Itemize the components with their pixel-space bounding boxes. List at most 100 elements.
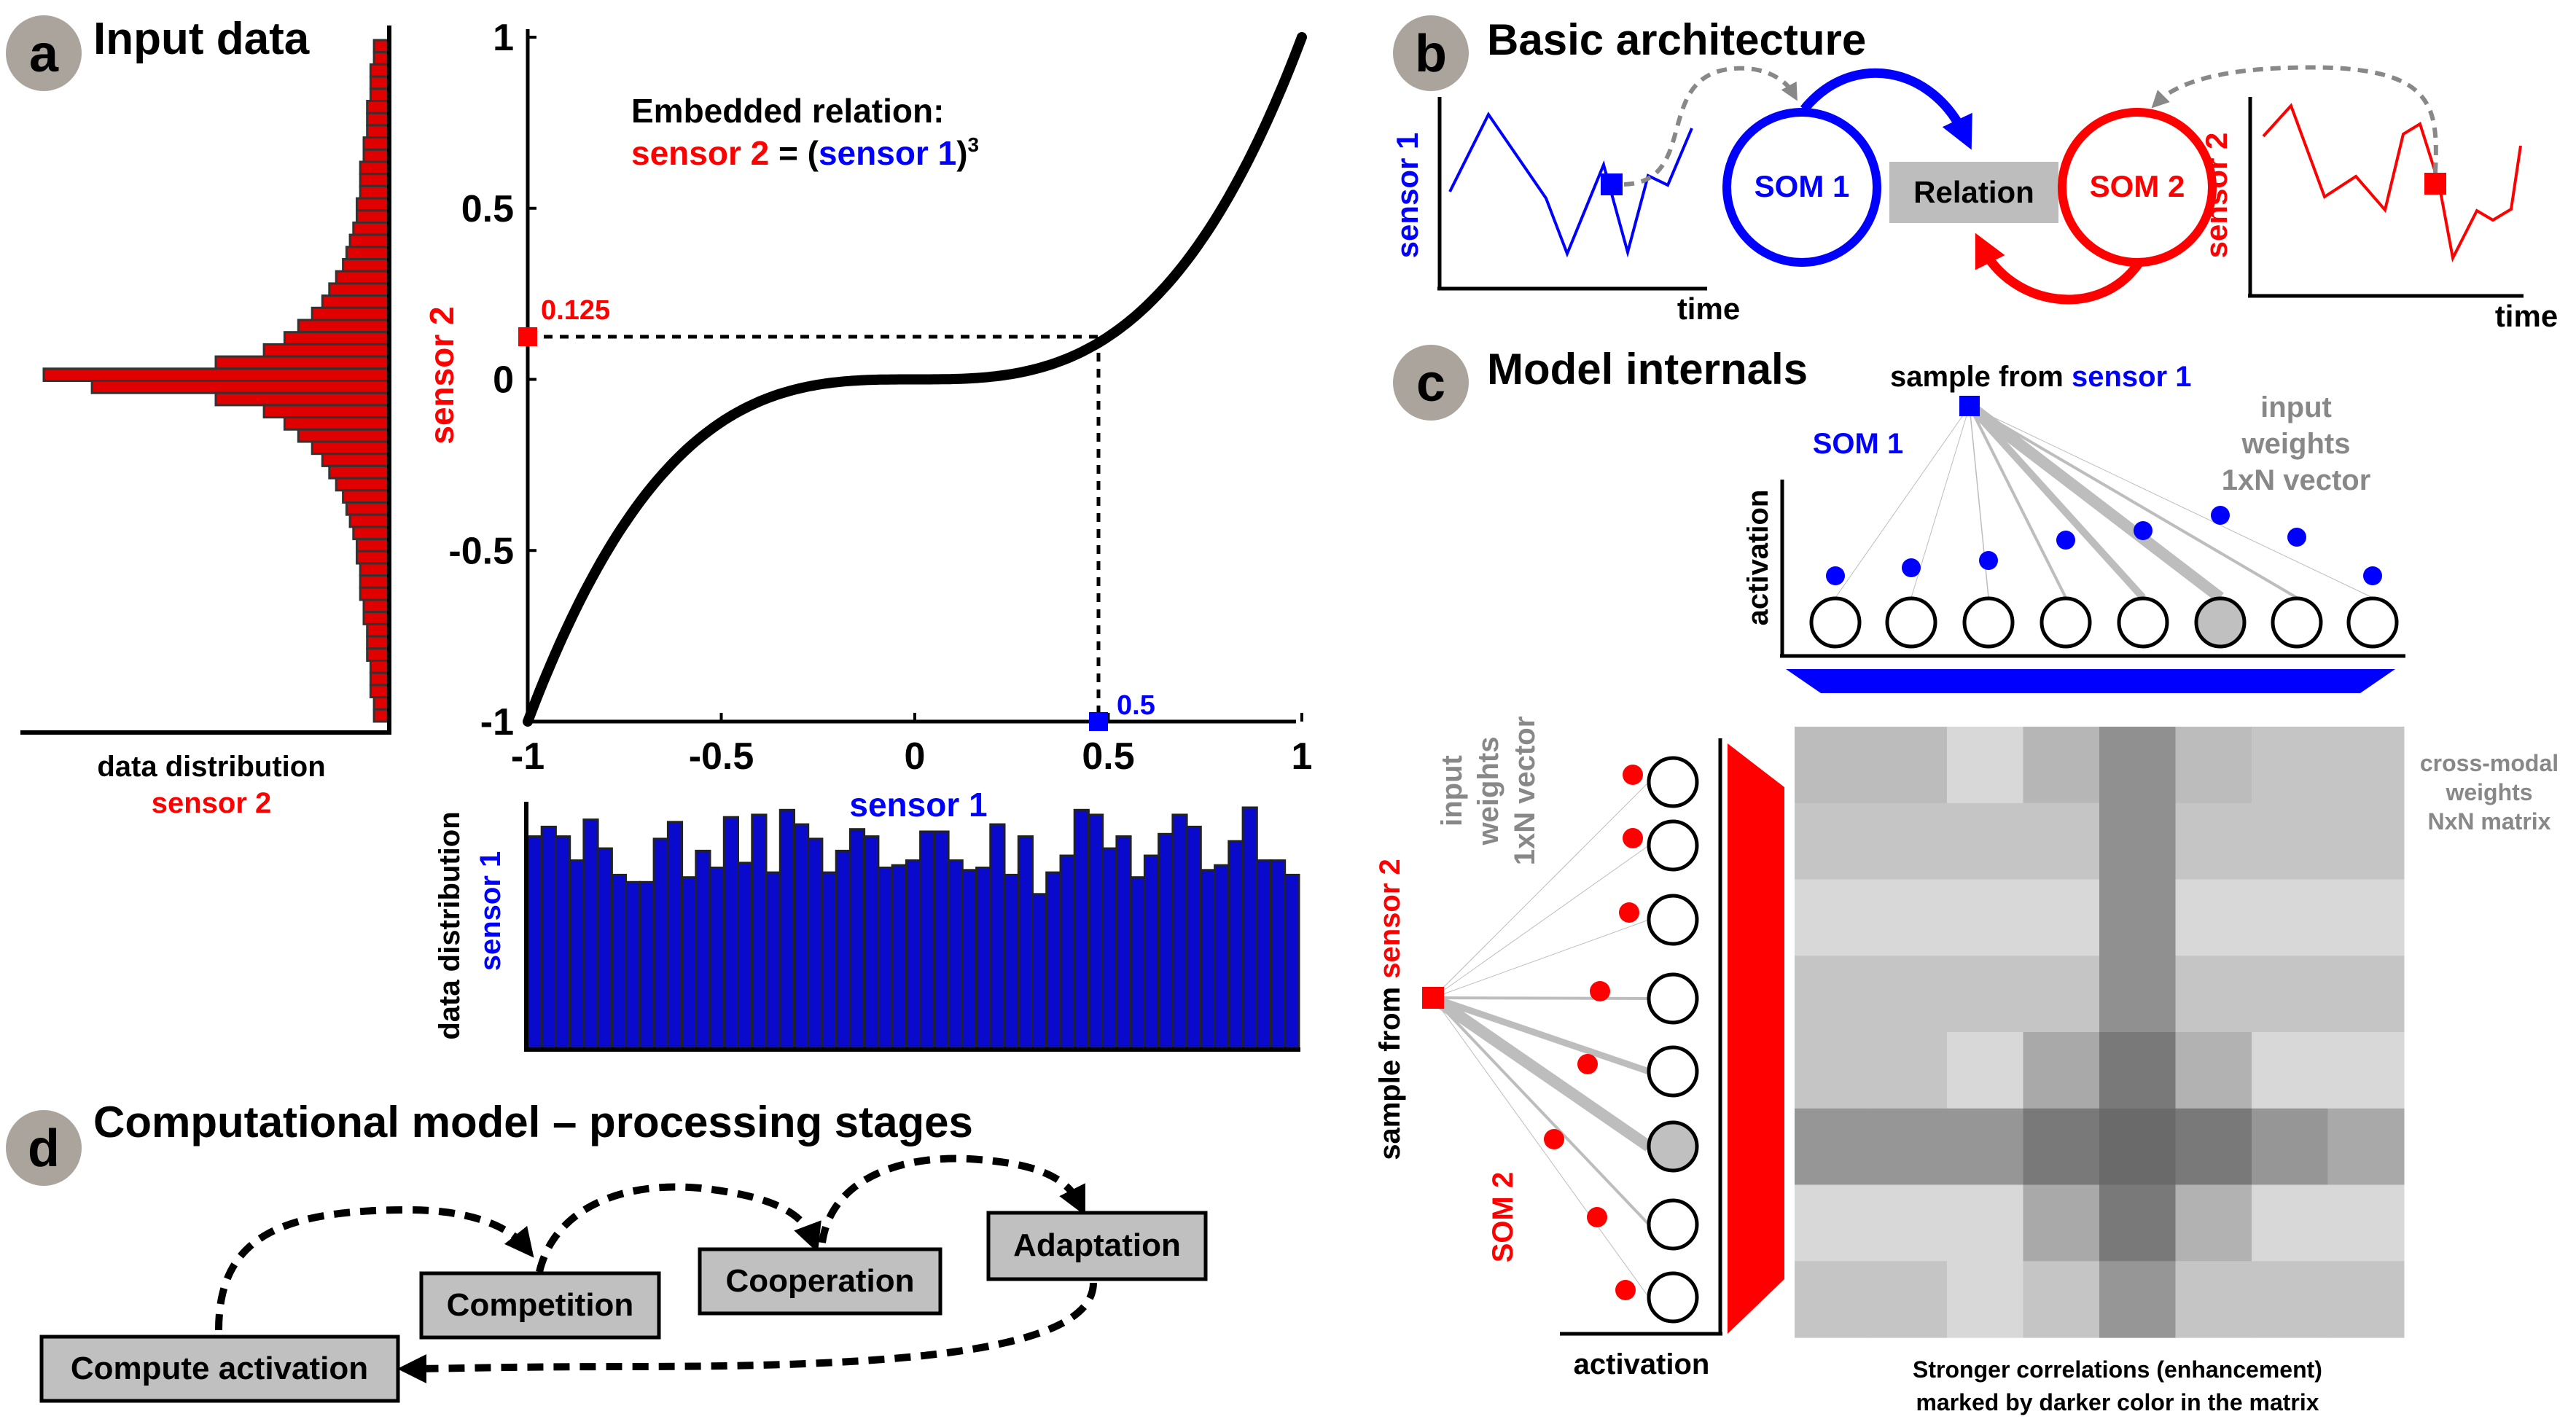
stage-cooperation-box — [698, 1247, 942, 1316]
arrow-adaptation-to-activation — [397, 1282, 1097, 1383]
sensor1-hist-bar — [555, 835, 571, 1050]
relation-formula: sensor 2 = (sensor 1)3 — [631, 133, 979, 172]
sample-sensor2-label: sample from sensor 2 — [1374, 859, 1406, 1160]
matrix-caption-1: Stronger correlations (enhancement) — [1913, 1356, 2322, 1383]
som2-weight-dot — [1623, 828, 1643, 848]
sensor2-hist-bar — [328, 282, 389, 297]
som1-internal-label: SOM 1 — [1813, 428, 1903, 460]
sensor1-histogram-label: data distribution — [434, 811, 466, 1039]
sensor2-hist-bar — [262, 343, 389, 358]
y-tick-label: 0.5 — [461, 188, 514, 230]
sensor1-hist-bar — [722, 816, 739, 1050]
sensor2-hist-bar — [369, 75, 389, 90]
badge-c-circle — [1393, 345, 1469, 421]
sensor2-hist-bar — [297, 319, 389, 334]
stage-compute-activation: Compute activation — [71, 1351, 368, 1386]
matrix-cell — [1870, 1184, 1948, 1262]
matrix-cell — [1795, 879, 1871, 956]
sensor1-hist-bar — [695, 849, 711, 1050]
sensor1-hist-bar — [1171, 813, 1188, 1050]
sensor2-hist-bar — [359, 586, 389, 601]
sensor1-hist-bar — [1143, 854, 1160, 1050]
matrix-cell — [1870, 727, 1948, 804]
matrix-cell — [2023, 1184, 2100, 1262]
relation-label: Relation — [1913, 175, 2034, 209]
som1-neuron — [1809, 596, 1862, 649]
sensor2-hist-bar — [356, 197, 389, 212]
arrow-activation-to-competition — [215, 1206, 534, 1331]
x-axis-label: sensor 1 — [849, 786, 987, 824]
sensor1-hist-bar — [1031, 893, 1048, 1050]
sensor1-sample-marker — [1601, 173, 1623, 195]
matrix-cell — [2327, 802, 2405, 880]
matrix-cell — [2099, 802, 2176, 880]
sensor2-hist-bar — [372, 39, 389, 54]
som1-neuron — [2117, 596, 2169, 649]
panel-b-title: Basic architecture — [1487, 15, 1866, 64]
matrix-cell — [2023, 1032, 2100, 1109]
sensor2-hist-bar — [362, 598, 389, 614]
sensor2-hist-bar — [362, 148, 389, 163]
panel-a: a Input data data distribution sensor 2 … — [6, 14, 1312, 1052]
matrix-cell — [2023, 802, 2100, 880]
matrix-cell — [2175, 1184, 2252, 1262]
sensor1-hist-bar — [905, 859, 922, 1050]
sensor1-hist-bar — [1241, 806, 1258, 1050]
sensor2-hist-bar — [345, 501, 389, 516]
sensor2-plot-time: time — [2495, 299, 2558, 333]
som1-weight-dot — [2287, 528, 2306, 547]
sensor1-hist-bar — [526, 835, 543, 1050]
matrix-cell — [2252, 1184, 2328, 1262]
input-weights-left-3: 1xN vector — [1509, 716, 1541, 866]
som1-weight-dot — [2056, 531, 2075, 550]
sensor1-hist-bar — [751, 813, 768, 1050]
sensor2-histogram — [42, 39, 389, 723]
sensor1-hist-bar — [877, 867, 894, 1050]
som1-node — [1722, 108, 1881, 267]
panel-c-title: Model internals — [1487, 345, 1808, 394]
sensor1-hist-bar — [765, 871, 781, 1050]
matrix-cell — [2099, 1032, 2176, 1109]
som2-weight-line — [1429, 993, 1652, 1152]
som2-label: SOM 2 — [2090, 169, 2185, 203]
som1-weight-dot — [2211, 506, 2230, 525]
som2-neuron — [1647, 1120, 1699, 1173]
sensor1-hist-bar — [1073, 808, 1090, 1050]
sensor1-point-marker — [1089, 712, 1108, 731]
som2-weight-dot — [1587, 1207, 1607, 1227]
matrix-cell — [1947, 802, 2023, 880]
badge-a-circle — [6, 15, 82, 91]
sensor2-hist-bar — [369, 660, 389, 674]
som1-weight-line — [1968, 405, 2298, 599]
sensor2-hist-bar — [348, 233, 389, 249]
sensor2-hist-bar — [335, 477, 389, 492]
som1-neuron — [2194, 596, 2247, 649]
badge-b: b — [1415, 25, 1447, 83]
sensor1-plot-label: sensor 1 — [1390, 133, 1424, 259]
arrow-competition-to-cooperation — [536, 1183, 821, 1273]
sensor1-signal — [1448, 112, 1693, 258]
som1-label: SOM 1 — [1755, 169, 1850, 203]
sensor2-hist-bar — [342, 258, 389, 273]
matrix-cell — [1870, 956, 1948, 1033]
som1-weight-line — [1835, 405, 1970, 598]
sensor1-to-som1-arrow — [1623, 66, 1798, 187]
sensor1-hist-bar — [919, 830, 936, 1050]
x-tick-label: 0 — [905, 735, 926, 778]
matrix-cell — [2327, 1261, 2405, 1338]
activation-top-label: activation — [1742, 490, 1774, 626]
sensor1-hist-bar — [1199, 869, 1217, 1050]
sensor1-hist-bar — [778, 808, 796, 1050]
som1-weight-line — [1967, 403, 2146, 601]
sensor2-point-marker — [518, 327, 537, 346]
matrix-cell — [2023, 727, 2100, 804]
som1-neuron — [2040, 596, 2092, 649]
sensor1-hist-bar — [961, 869, 978, 1050]
sensor2-hist-bar — [342, 489, 389, 504]
sensor2-histogram-sensor: sensor 2 — [152, 787, 272, 819]
input-weights-top-2: weights — [2241, 428, 2351, 460]
y-axis-label: sensor 2 — [423, 306, 461, 444]
x-tick-label: 1 — [1292, 735, 1313, 778]
